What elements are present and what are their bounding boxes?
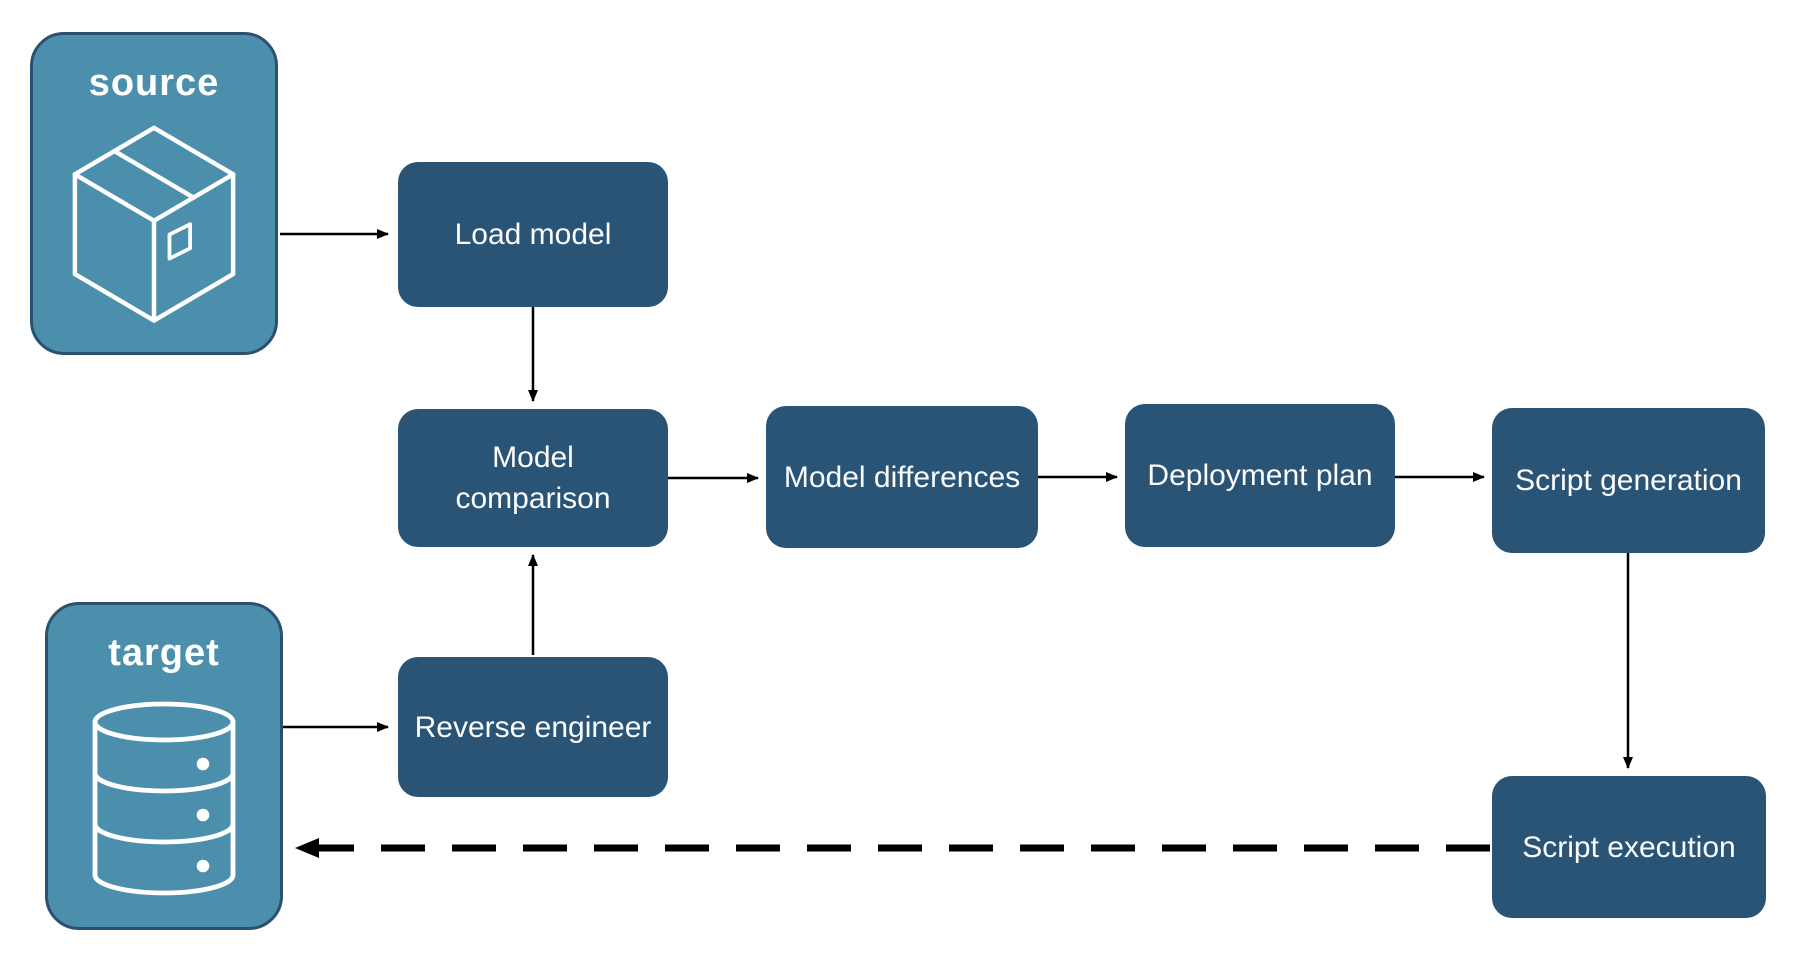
database-icon: [92, 701, 236, 896]
node-deployment-plan: Deployment plan: [1125, 404, 1395, 547]
target-container: target: [45, 602, 283, 930]
node-deployment-plan-label: Deployment plan: [1147, 459, 1373, 492]
source-container: source: [30, 32, 278, 355]
node-reverse-engineer-label: Reverse engineer: [414, 710, 652, 744]
target-label: target: [108, 632, 220, 674]
node-model-comparison: Model comparison: [398, 409, 668, 547]
node-script-generation: Script generation: [1492, 408, 1765, 553]
node-script-generation-label: Script generation: [1515, 464, 1742, 497]
node-model-differences-label: Model differences: [783, 460, 1021, 494]
node-model-differences: Model differences: [766, 406, 1038, 548]
node-model-comparison-label: Model comparison: [455, 441, 611, 515]
source-label: source: [88, 62, 220, 104]
node-load-model: Load model: [398, 162, 668, 307]
node-script-execution-label: Script execution: [1522, 830, 1736, 864]
node-load-model-label: Load model: [454, 218, 612, 251]
package-icon: [72, 125, 236, 323]
node-reverse-engineer: Reverse engineer: [398, 657, 668, 797]
node-script-execution: Script execution: [1492, 776, 1766, 918]
